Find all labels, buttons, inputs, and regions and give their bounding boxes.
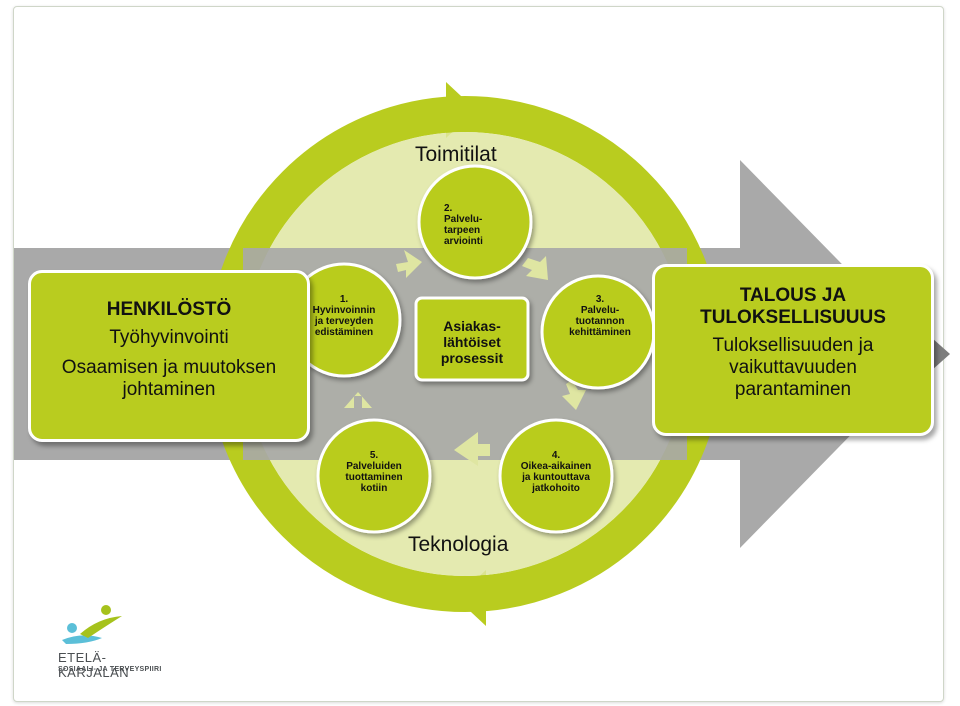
step-circle-2 <box>417 164 533 280</box>
finance-box-line: vaikuttavuuden <box>729 357 857 378</box>
step-line: jatkohoito <box>532 483 580 494</box>
step-number: 1. <box>339 294 349 305</box>
small-right-arrowhead <box>932 338 950 370</box>
step-1-label: 1. Hyvinvoinnin ja terveyden edistäminen <box>292 294 396 338</box>
step-number: 2. <box>444 203 453 214</box>
center-box <box>414 296 530 382</box>
step-line: Oikea-aikainen <box>520 461 592 472</box>
finance-box-line: Tuloksellisuuden ja <box>712 335 874 356</box>
logo-subtitle: SOSIAALI- JA TERVEYSPIIRI <box>58 666 162 673</box>
staff-box-line: johtaminen <box>122 379 216 400</box>
finance-box-title: TULOKSELLISUUUS <box>700 307 886 328</box>
step-line: Palvelu- <box>580 305 620 316</box>
step-line: Palvelu- <box>444 214 483 225</box>
staff-box-title: HENKILÖSTÖ <box>106 299 232 320</box>
finance-box-title: TALOUS JA <box>739 285 847 306</box>
top-label-toimitilat: Toimitilat <box>415 143 497 166</box>
organization-logo: ETELÄ-KARJALAN SOSIAALI- JA TERVEYSPIIRI <box>58 604 168 684</box>
step-number: 5. <box>369 450 379 461</box>
ring-arrowhead-top <box>446 82 476 138</box>
step-4-label: 4. Oikea-aikainen ja kuntouttava jatkoho… <box>500 450 612 494</box>
step-5-label: 5. Palveluiden tuottaminen kotiin <box>322 450 426 494</box>
step-line: kotiin <box>360 483 388 494</box>
step-3-label: 3. Palvelu- tuotannon kehittäminen <box>548 294 652 338</box>
step-circle-4 <box>498 418 614 534</box>
logo-name: ETELÄ-KARJALAN <box>58 650 130 680</box>
step-2-label: 2. Palvelu- tarpeen arviointi <box>424 203 528 247</box>
step-line: edistäminen <box>314 327 374 338</box>
staff-box-line: Työhyvinvointi <box>109 327 229 348</box>
logo-mark-icon <box>62 605 122 644</box>
step-line: tarpeen <box>444 225 481 236</box>
center-line: lähtöiset <box>443 334 501 350</box>
step-arrow-3-4 <box>562 380 586 410</box>
step-arrow-2-3 <box>522 256 548 280</box>
center-label: Asiakas- lähtöiset prosessit <box>418 318 526 366</box>
staff-box-line: Osaamisen ja muutoksen <box>61 357 277 378</box>
step-line: ja terveyden <box>314 316 374 327</box>
ring-arrowhead-bottom <box>456 570 486 626</box>
finance-box: TALOUS JA TULOKSELLISUUUS Tuloksellisuud… <box>652 264 934 436</box>
step-line: ja kuntouttava <box>522 472 590 483</box>
bottom-label-teknologia: Teknologia <box>408 533 509 556</box>
step-arrow-4-5 <box>454 432 490 466</box>
step-number: 4. <box>551 450 561 461</box>
center-line: prosessit <box>440 350 504 366</box>
finance-box-line: parantaminen <box>734 379 852 400</box>
center-line: Asiakas- <box>443 318 501 334</box>
step-number: 3. <box>595 294 605 305</box>
step-circle-5 <box>316 418 432 534</box>
step-line: Hyvinvoinnin <box>312 305 376 316</box>
step-line: tuotannon <box>575 316 625 327</box>
step-line: Palveluiden <box>346 461 402 472</box>
step-arrow-1-2 <box>396 250 422 278</box>
step-line: tuottaminen <box>345 472 403 483</box>
step-line: arviointi <box>444 236 483 247</box>
staff-box: HENKILÖSTÖ Työhyvinvointi Osaamisen ja m… <box>28 270 310 442</box>
step-arrow-5-1 <box>344 392 372 408</box>
step-line: kehittäminen <box>569 327 631 338</box>
